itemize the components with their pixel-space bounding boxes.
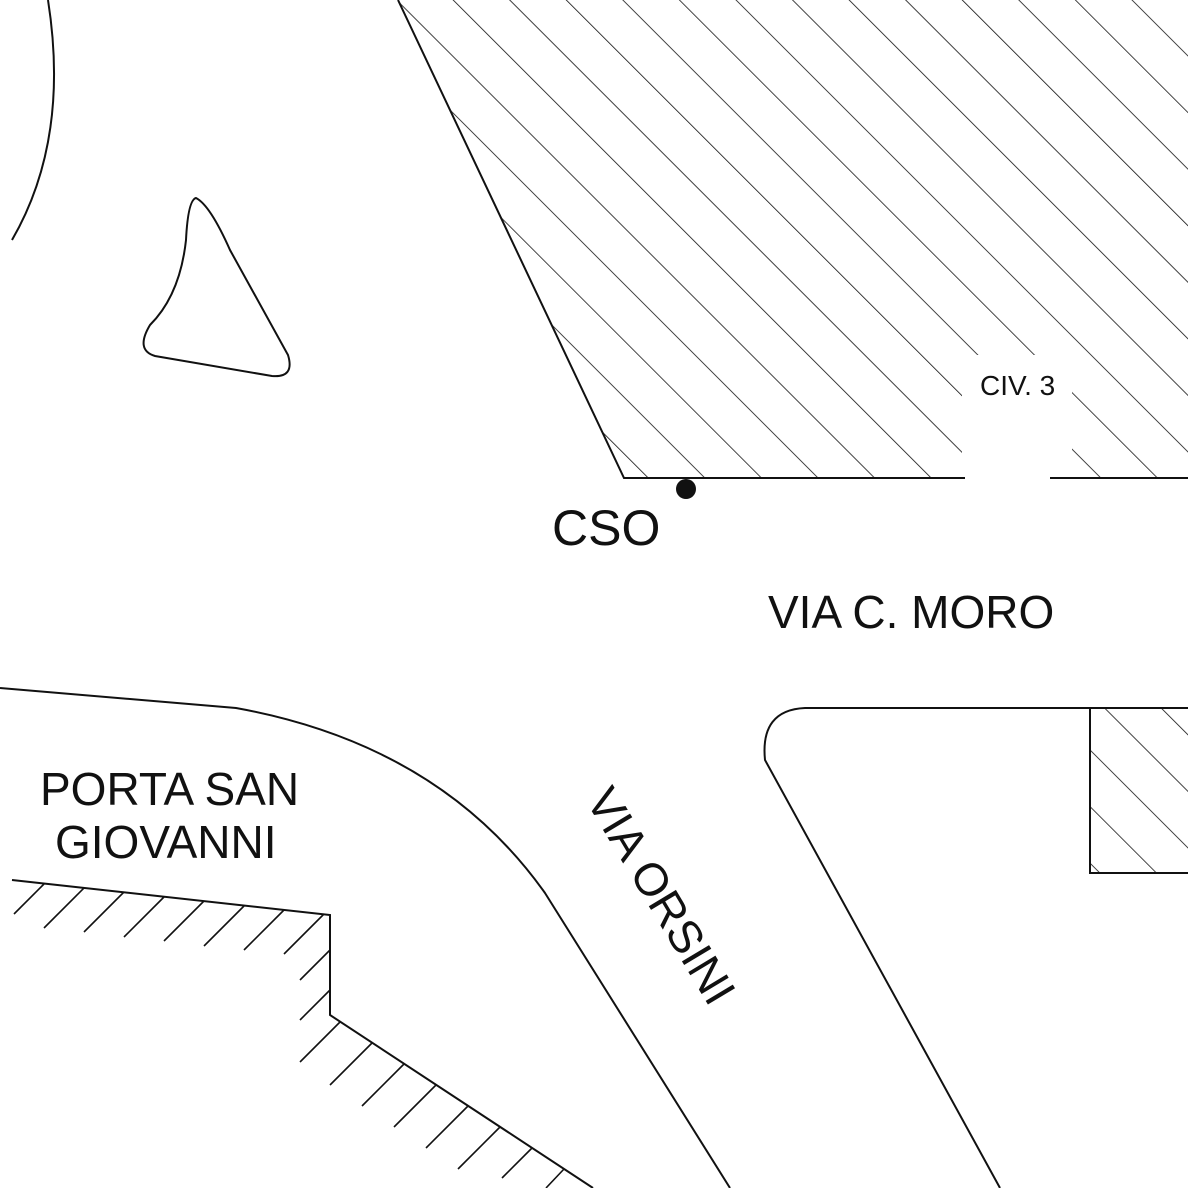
building-frontage-southwest [11,879,594,1188]
street-label-via-orsini: VIA ORSINI [576,778,746,1013]
place-label-porta-line1: PORTA SAN [40,763,299,815]
street-label-via-moro: VIA C. MORO [768,586,1054,638]
street-edge-east [763,707,1188,1188]
building-block-north [397,0,1188,490]
street-edge-southwest [0,687,731,1188]
building-block-east [1089,707,1188,874]
point-marker-icon [676,479,696,499]
marker-label: CSO [552,500,660,556]
traffic-island [142,196,291,378]
civic-number-label: CIV. 3 [980,370,1055,401]
place-label-porta-line2: GIOVANNI [55,816,277,868]
street-edge-northwest [11,0,55,241]
